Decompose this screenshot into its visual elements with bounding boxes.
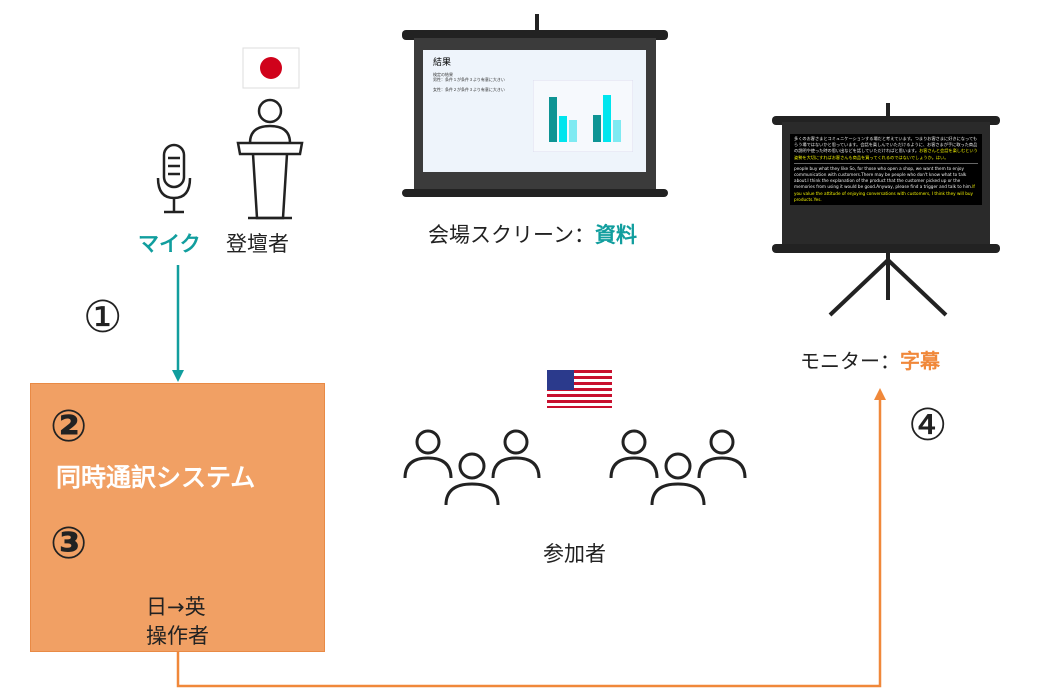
step-2-marker: ② xyxy=(50,401,88,452)
interpretation-system-box xyxy=(30,383,325,652)
subtitle-en: people buy what they like So, for those … xyxy=(794,165,973,190)
monitor-caption: モニター：字幕 xyxy=(800,345,940,374)
slide-line: 検定の結果 xyxy=(433,72,453,77)
bar xyxy=(559,116,567,142)
slide-line: 男性：条件１が条件３より有意に大きい xyxy=(433,77,505,82)
system-title: 同時通訳システム xyxy=(56,463,256,492)
slide-content: 結果 検定の結果 男性：条件１が条件３より有意に大きい 女性：条件２が条件３より… xyxy=(423,50,646,172)
microphone-icon xyxy=(156,143,192,214)
step-3-marker: ③ xyxy=(50,518,88,569)
operator-label: 操作者 xyxy=(146,624,209,648)
speaker-label: 登壇者 xyxy=(226,232,289,256)
step-1-marker: ① xyxy=(83,292,123,343)
subtitle-en-highlight: If you value the attitude of enjoying co… xyxy=(794,184,975,202)
bar xyxy=(603,95,611,142)
podium-speaker-icon xyxy=(236,98,304,220)
subtitle-divider xyxy=(794,162,978,164)
subtitle-ja-highlight: お客さんと会話を楽しむという姿勢を大切にすればお客さんも商品を買ってくれるのでは… xyxy=(794,148,978,160)
screen-caption-emphasis: 資料 xyxy=(594,223,637,247)
system-to-monitor-arrow xyxy=(176,388,886,688)
audience-label: 参加者 xyxy=(543,542,606,566)
us-flag-icon xyxy=(547,370,612,408)
bar xyxy=(613,120,621,142)
slide-line: 女性：条件２が条件３より有意に大きい xyxy=(433,87,505,92)
subtitle-text: 多くのお客さまとコミュニケーションする場だと考えています。つまりお客さまに好きに… xyxy=(790,134,982,206)
mic-label: マイク xyxy=(138,232,201,256)
operator-direction: 日→英 xyxy=(146,595,206,619)
bar xyxy=(569,120,577,142)
step-4-marker: ④ xyxy=(908,400,948,451)
slide-bar-chart xyxy=(533,80,633,152)
audience-icon xyxy=(403,429,747,507)
screen-caption: 会場スクリーン：資料 xyxy=(428,219,637,249)
bar xyxy=(593,115,601,142)
japan-flag-icon xyxy=(242,47,300,89)
monitor-caption-prefix: モニター： xyxy=(800,349,900,373)
screen-caption-prefix: 会場スクリーン： xyxy=(428,223,595,247)
bar xyxy=(549,97,557,142)
monitor-caption-emphasis: 字幕 xyxy=(900,349,940,373)
subtitle-ja: 多くのお客さまとコミュニケーションする場だと考えています。つまりお客さまに好きに… xyxy=(794,136,978,154)
mic-to-system-arrow xyxy=(172,265,184,382)
slide-title: 結果 xyxy=(433,58,452,68)
